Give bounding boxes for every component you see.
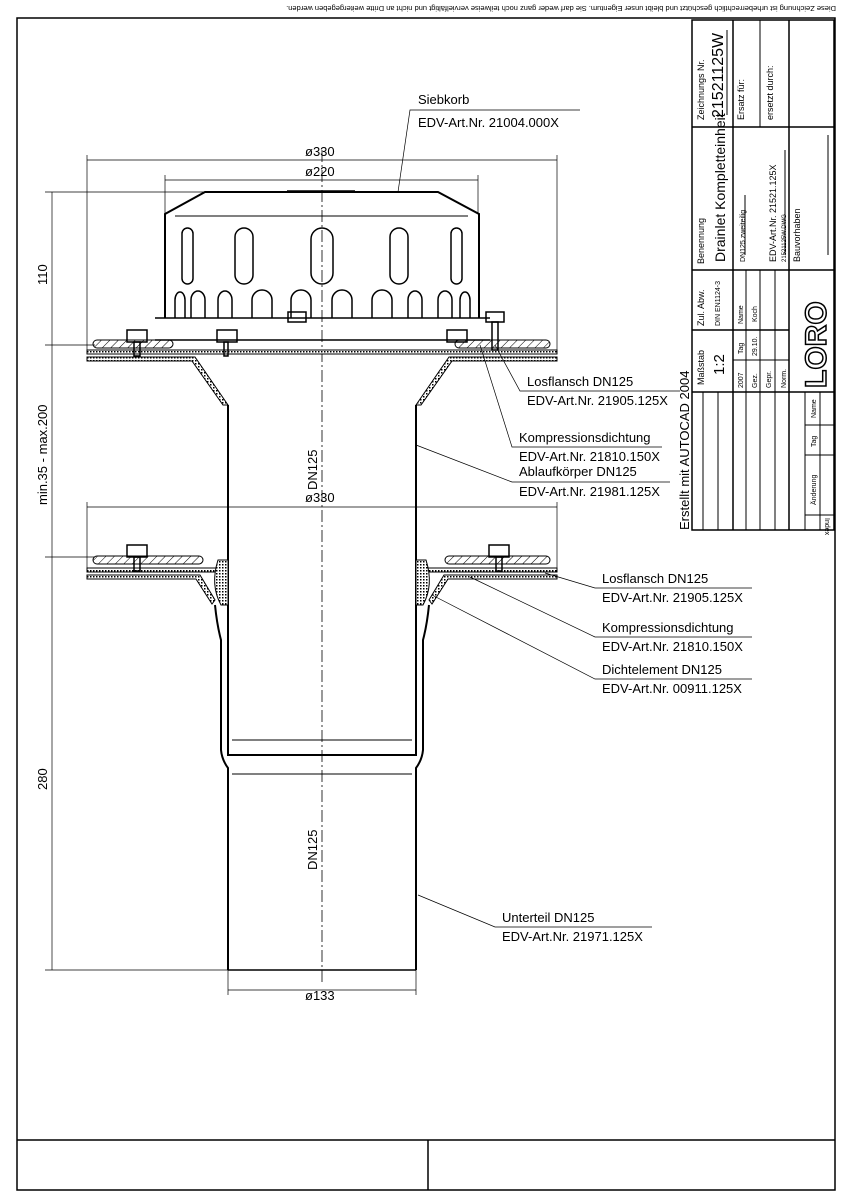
dim-d220: ø220 [305,164,335,179]
svg-text:Name: Name [811,399,818,418]
svg-text:EDV-Art.Nr. 21981.125X: EDV-Art.Nr. 21981.125X [519,484,660,499]
massstab-label: Maßstab [696,350,706,385]
svg-text:Name: Name [738,305,745,324]
file-name: 21521125W.DWG [782,214,788,262]
zeichnungs-nr-label: Zeichnungs Nr. [696,59,706,120]
dn-lower-label: DN125 [305,830,320,870]
svg-text:Tag: Tag [738,343,745,354]
svg-text:Kompressionsdichtung: Kompressionsdichtung [602,620,734,635]
callout-kompressionsdichtung-upper: Kompressionsdichtung EDV-Art.Nr. 21810.1… [479,344,662,464]
svg-text:Gez.: Gez. [752,373,759,388]
svg-text:Norm.: Norm. [781,369,788,388]
dim-d330-mid: ø330 [305,490,335,505]
dimensions: ø330 ø220 ø330 ø133 110 min.35 - max.200… [35,144,558,1003]
svg-text:Koch: Koch [752,306,759,322]
svg-text:EDV-Art.Nr. 21004.000X: EDV-Art.Nr. 21004.000X [418,115,559,130]
copyright-notice: Diese Zeichnung ist urheberrechtlich ges… [286,4,836,13]
zeichnungs-nr: 21521125W [710,32,727,118]
callouts: Siebkorb EDV-Art.Nr. 21004.000X Losflans… [397,92,752,944]
svg-text:Dichtelement DN125: Dichtelement DN125 [602,662,722,677]
callout-dichtelement: Dichtelement DN125 EDV-Art.Nr. 00911.125… [431,594,752,696]
dim-h280: 280 [35,768,50,790]
art-nr: EDV-Art.Nr. 21521.125X [768,164,778,262]
svg-text:Losflansch DN125: Losflansch DN125 [527,374,633,389]
subtitle: DN125 zweiteilig [740,210,747,262]
drawing-frame [16,17,836,1191]
zul-abw-label: Zul. Abw. [696,289,706,326]
loro-logo: LORO [800,301,833,388]
svg-text:Ablaufkörper DN125: Ablaufkörper DN125 [519,464,637,479]
svg-text:Gepr.: Gepr. [766,371,773,388]
svg-text:29.10.: 29.10. [752,336,759,356]
svg-text:EDV-Art.Nr. 21905.125X: EDV-Art.Nr. 21905.125X [602,590,743,605]
bauvorhaben: Bauvorhaben [792,208,802,262]
unterteil-lower-part [214,604,430,971]
svg-text:EDV-Art.Nr. 21810.150X: EDV-Art.Nr. 21810.150X [519,449,660,464]
dim-d330-top: ø330 [305,144,335,159]
ersatz-fuer: Ersatz für: [736,79,746,120]
upper-flange [86,311,558,406]
callout-losflansch-lower: Losflansch DN125 EDV-Art.Nr. 21905.125X [544,571,752,605]
svg-text:Losflansch DN125: Losflansch DN125 [602,571,708,586]
dim-h-range: min.35 - max.200 [35,405,50,505]
ersetzt-durch: ersetzt durch: [765,65,775,120]
svg-text:EDV-Art.Nr. 21810.150X: EDV-Art.Nr. 21810.150X [602,639,743,654]
svg-text:EDV-Art.Nr. 00911.125X: EDV-Art.Nr. 00911.125X [602,681,742,696]
dim-d133: ø133 [305,988,335,1003]
svg-text:EDV-Art.Nr. 21971.125X: EDV-Art.Nr. 21971.125X [502,929,643,944]
svg-text:Unterteil DN125: Unterteil DN125 [502,910,595,925]
benennung: Drainlet Kompletteinheit [712,113,728,262]
svg-text:Index: Index [823,518,830,536]
siebkorb-strainer [155,190,490,341]
zul-abw: DIN EN1124-3 [715,281,722,326]
svg-text:Änderung: Änderung [810,475,818,505]
callout-unterteil: Unterteil DN125 EDV-Art.Nr. 21971.125X [417,894,652,944]
callout-kompressionsdichtung-lower: Kompressionsdichtung EDV-Art.Nr. 21810.1… [469,576,752,654]
svg-text:EDV-Art.Nr. 21905.125X: EDV-Art.Nr. 21905.125X [527,393,668,408]
callout-losflansch-upper: Losflansch DN125 EDV-Art.Nr. 21905.125X [494,344,680,408]
created-with: Erstellt mit AUTOCAD 2004 [677,371,692,530]
svg-text:Kompressionsdichtung: Kompressionsdichtung [519,430,651,445]
svg-text:Siebkorb: Siebkorb [418,92,469,107]
title-block: Zeichnungs Nr. 21521125W Ersatz für: ers… [677,19,835,536]
benennung-label: Benennung [696,218,706,264]
callout-siebkorb: Siebkorb EDV-Art.Nr. 21004.000X [397,92,580,193]
svg-text:2007: 2007 [738,372,745,388]
massstab: 1:2 [711,354,728,375]
svg-text:Tag: Tag [811,436,818,447]
callout-ablaufkoerper: Ablaufkörper DN125 EDV-Art.Nr. 21981.125… [415,444,670,499]
dim-h110: 110 [35,264,50,285]
dn-upper-label: DN125 [305,450,320,490]
